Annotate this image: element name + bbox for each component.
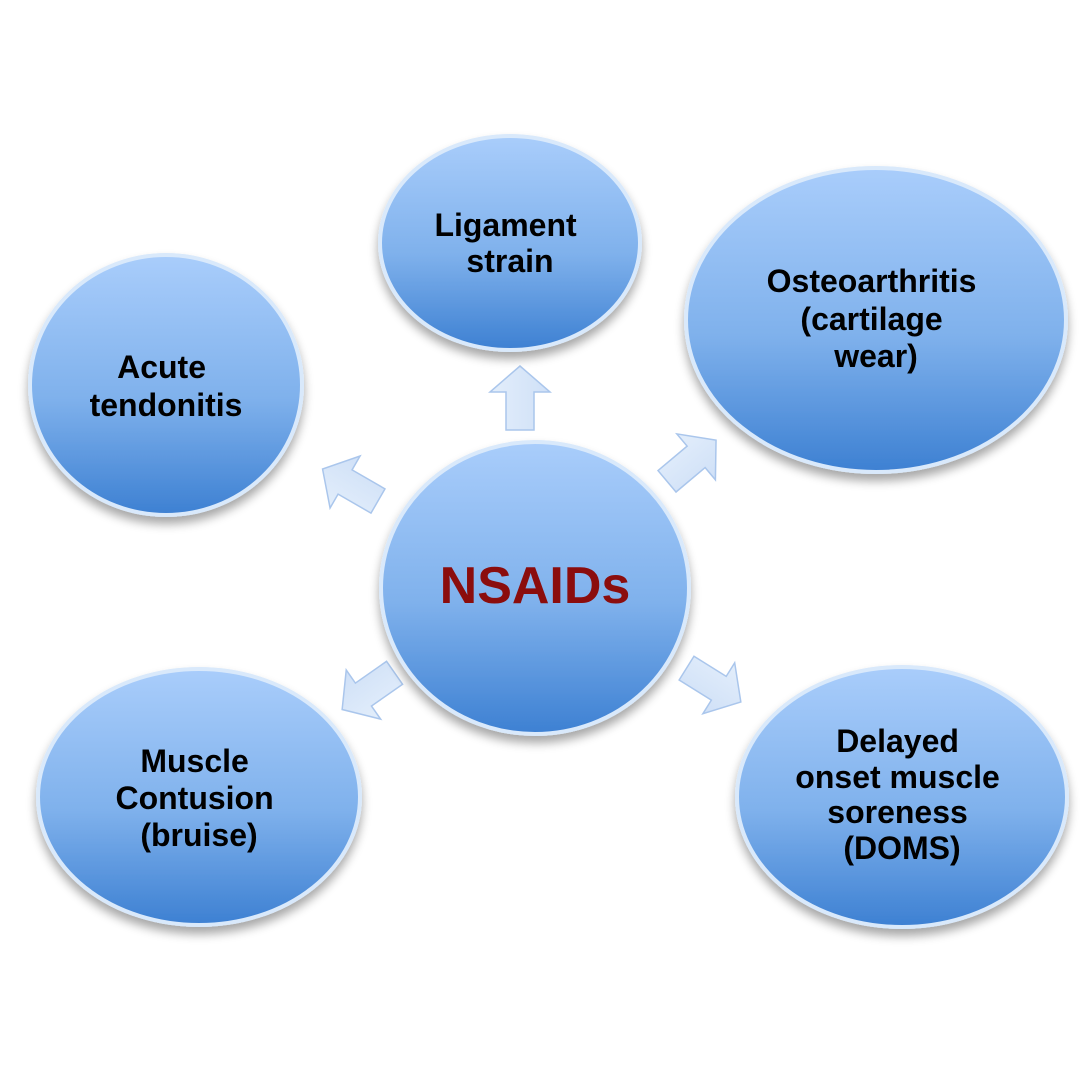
svg-text:Ligament strain: Ligament strain bbox=[434, 207, 585, 279]
arrow-to-tendonitis bbox=[321, 454, 387, 515]
node-ligament: Ligament strain bbox=[378, 134, 642, 352]
arrow-to-doms bbox=[678, 655, 742, 715]
node-osteoarthritis-line-1: Osteoarthritis bbox=[767, 263, 977, 299]
arrow-to-osteoarthritis bbox=[656, 432, 717, 494]
center-label: NSAIDs bbox=[440, 557, 631, 615]
node-tendonitis: Acute tendonitis bbox=[28, 253, 304, 517]
node-doms-line-1: Delayed bbox=[836, 723, 959, 759]
arrow-to-contusion bbox=[341, 660, 404, 721]
center-node: NSAIDs bbox=[379, 440, 691, 736]
node-contusion-line-2: Contusion bbox=[115, 780, 273, 816]
node-contusion-line-3: (bruise) bbox=[140, 817, 257, 853]
arrow-to-ligament bbox=[487, 365, 553, 431]
node-ligament-line-1: Ligament bbox=[434, 207, 577, 243]
node-contusion-line-1: Muscle bbox=[140, 743, 248, 779]
node-doms-line-4: (DOMS) bbox=[843, 830, 960, 866]
node-doms-line-3: soreness bbox=[827, 794, 968, 830]
svg-text:Delayed onset muscle: Delayed onset muscle soreness (DOMS) bbox=[795, 723, 1008, 866]
svg-text:Osteoarthritis (cartilag: Osteoarthritis (cartilage wear) bbox=[767, 263, 986, 374]
node-doms: Delayed onset muscle soreness (DOMS) bbox=[735, 665, 1069, 929]
node-tendonitis-line-1: Acute bbox=[117, 349, 206, 385]
node-contusion: Muscle Contusion (bruise) bbox=[36, 667, 362, 927]
svg-text:Acute tendonitis: Acute tendonitis bbox=[90, 349, 243, 423]
node-tendonitis-line-2: tendonitis bbox=[90, 387, 243, 423]
node-osteoarthritis: Osteoarthritis (cartilage wear) bbox=[684, 166, 1068, 474]
node-ligament-line-2: strain bbox=[466, 243, 553, 279]
node-osteoarthritis-line-3: wear) bbox=[833, 338, 918, 374]
node-osteoarthritis-line-2: (cartilage bbox=[800, 301, 942, 337]
node-doms-line-2: onset muscle bbox=[795, 759, 1000, 795]
arrows-layer bbox=[321, 365, 742, 721]
svg-text:Muscle Contusion (: Muscle Contusion (bruise) bbox=[115, 743, 282, 853]
